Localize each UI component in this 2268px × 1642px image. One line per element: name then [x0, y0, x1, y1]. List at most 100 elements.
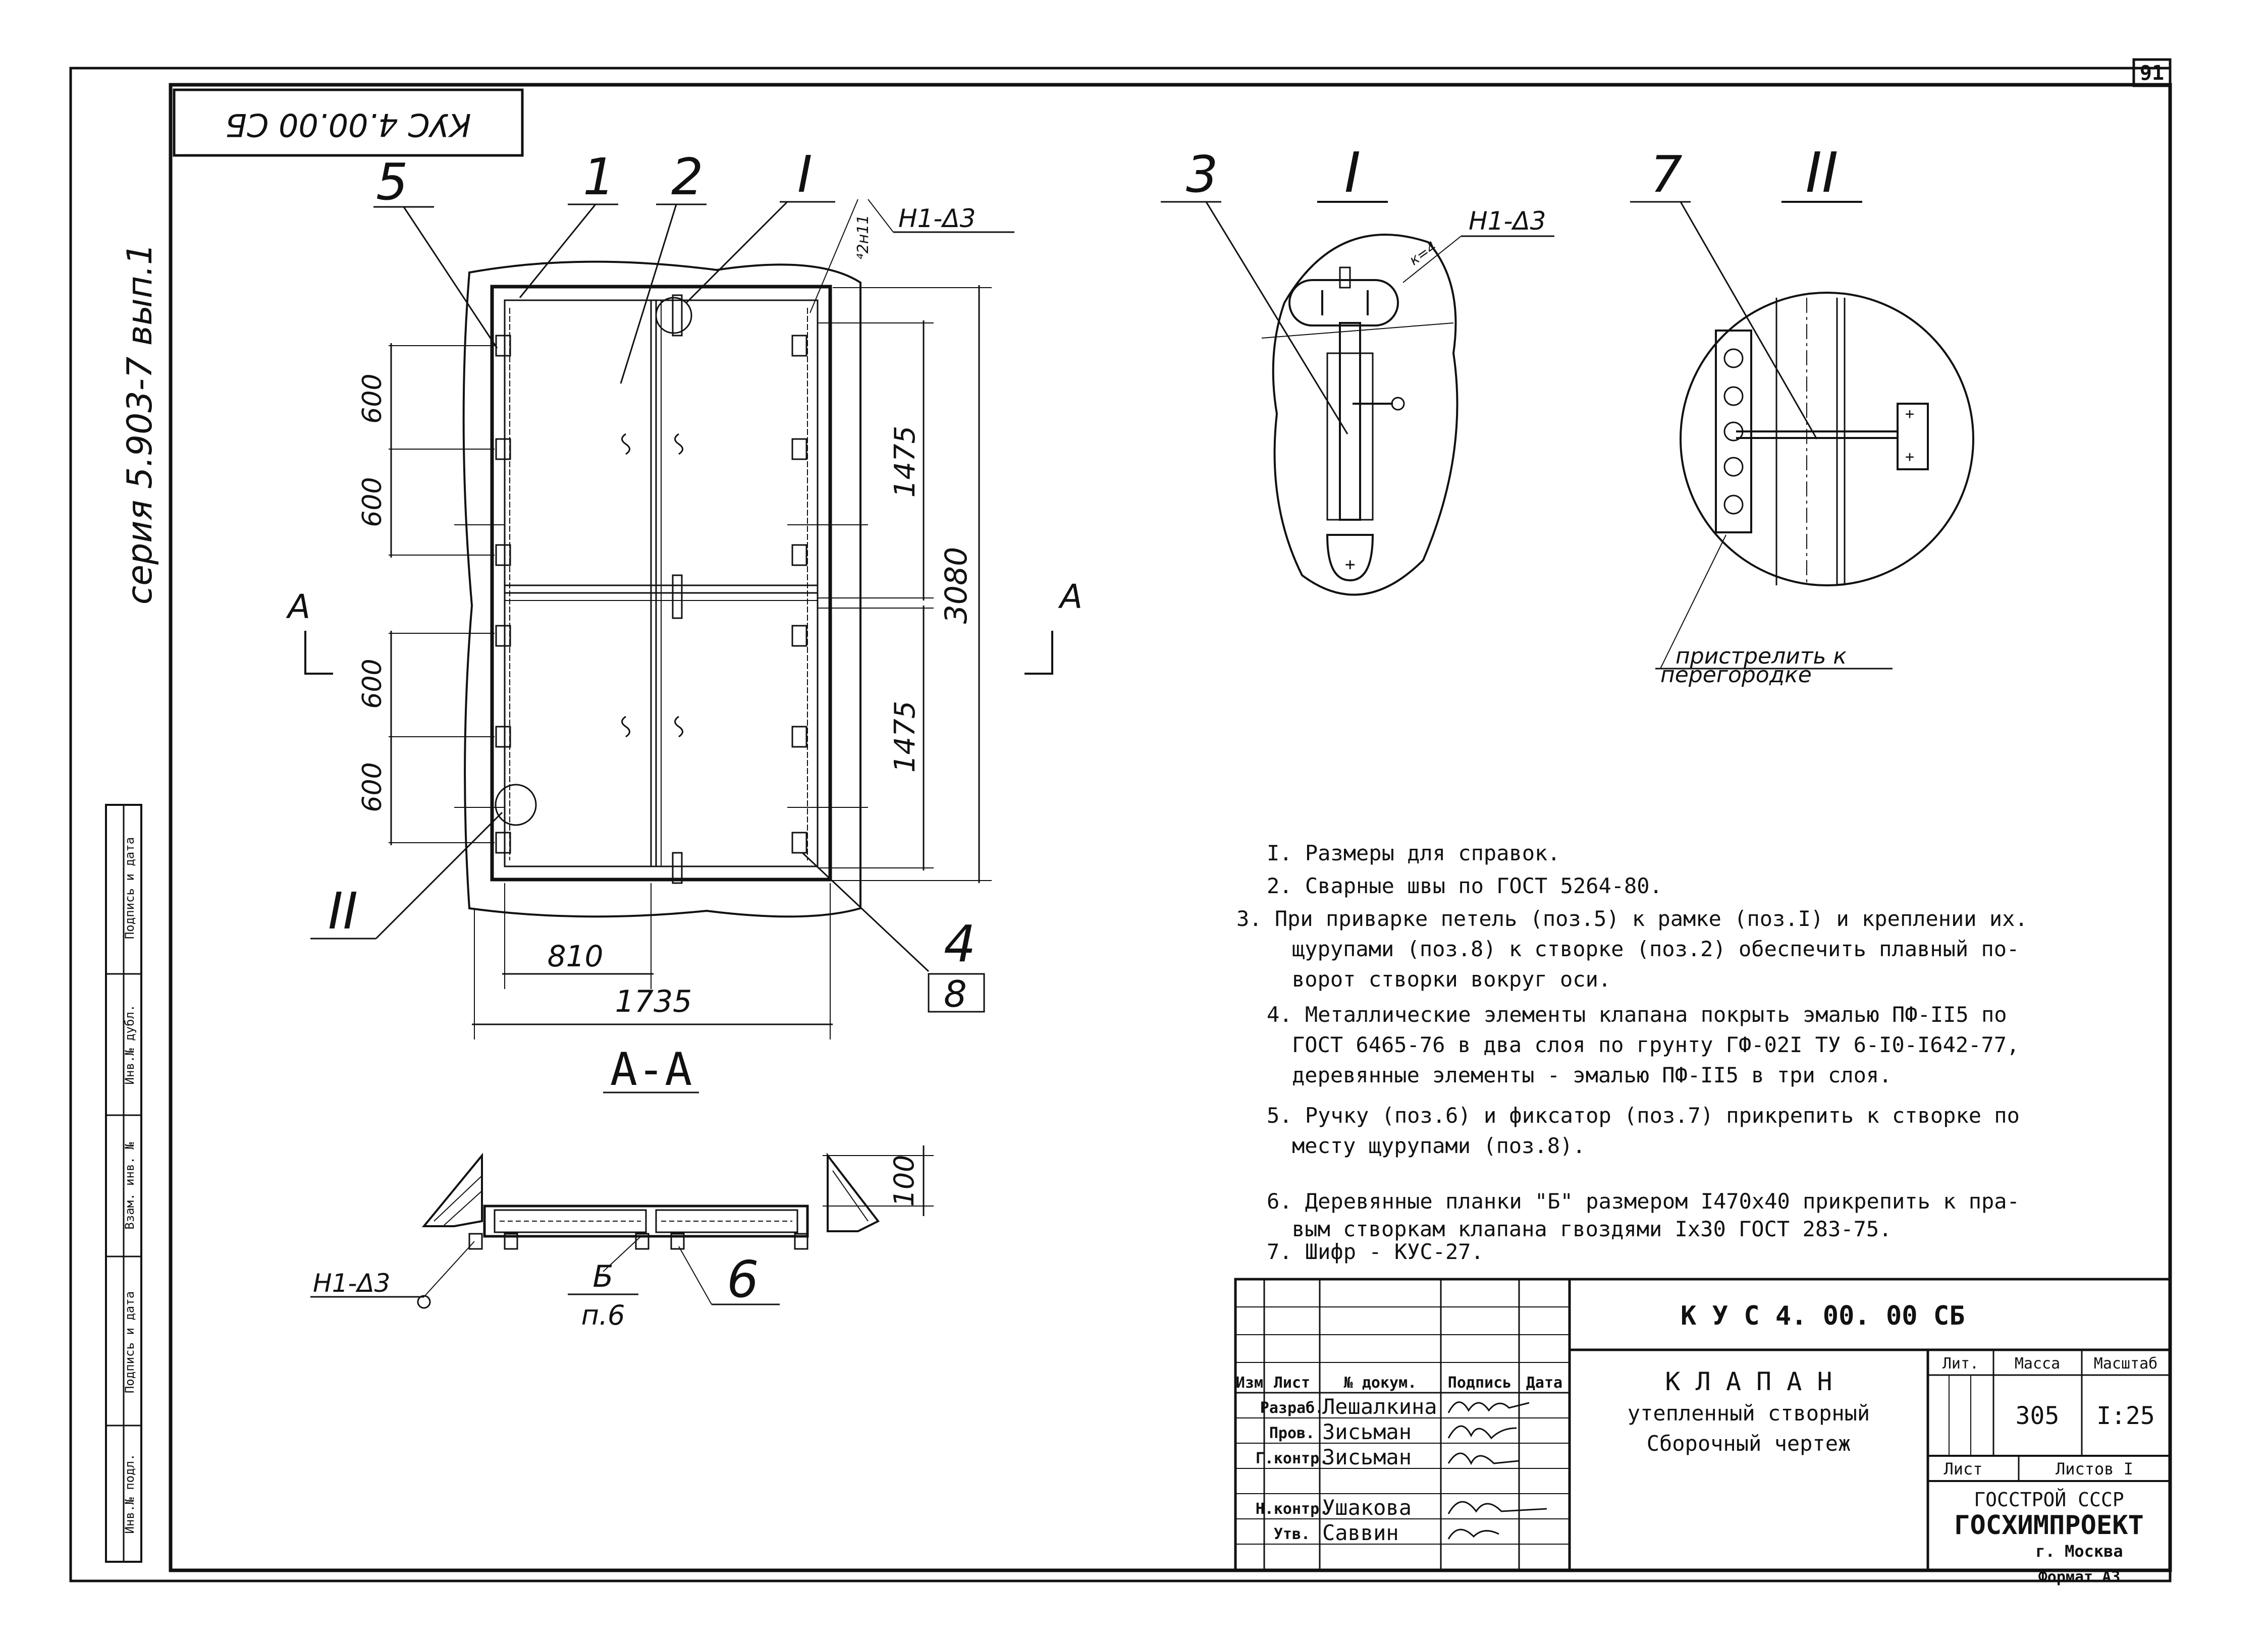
name-nkontr: Ушакова — [1322, 1495, 1412, 1520]
series-stamp: серия 5.903-7 вып.1 — [120, 243, 160, 605]
note-6: 6. Деревянные планки "Б" размером I470x4… — [1267, 1189, 2020, 1214]
note-4c: деревянные элементы - эмалью ПФ-II5 в тр… — [1292, 1063, 1892, 1087]
dim-left-600-d: 600 — [357, 762, 388, 812]
title-block: Изм Лист № докум. Подпись Дата Разраб. Л… — [1234, 1278, 2172, 1586]
name-prov: Зисьман — [1322, 1419, 1412, 1444]
name-razrab: Лешалкина — [1322, 1394, 1437, 1419]
callout-6: 6 — [727, 1250, 759, 1309]
label-b-note: п.6 — [581, 1299, 625, 1331]
note-4: 4. Металлические элементы клапана покрыт… — [1267, 1002, 2007, 1027]
name-gkontr: Зисьман — [1322, 1445, 1412, 1469]
detail-2-title: II — [1806, 140, 1839, 205]
callout-8: 8 — [944, 973, 967, 1015]
dim-810: 810 — [548, 939, 604, 973]
dim-right-1475-b: 1475 — [889, 701, 922, 773]
section-title: А-А — [610, 1043, 692, 1096]
sheets-label: Листов I — [2056, 1459, 2133, 1479]
sheet-frame: 91 — [69, 58, 2172, 1582]
note-3c: ворот створки вокруг оси. — [1292, 967, 1611, 992]
callout-I: I — [797, 145, 813, 204]
callout-5: 5 — [376, 152, 408, 211]
col-izm: Изм — [1236, 1374, 1263, 1392]
dim-1735: 1735 — [615, 984, 692, 1019]
dim-height-3080: 3080 — [939, 547, 974, 624]
plus-mark-1: + — [1345, 555, 1355, 575]
wall-outline — [462, 260, 861, 918]
detail-1-callout: 3 — [1186, 145, 1218, 204]
product-subtitle-2: Сборочный чертеж — [1647, 1431, 1851, 1456]
org-1: ГОССТРОЙ СССР — [1974, 1489, 2124, 1511]
mass-label: Масса — [2015, 1355, 2060, 1373]
strip-label-vzam: Взам. инв. № — [123, 1142, 137, 1230]
note-5b: месту щурупами (поз.8). — [1292, 1133, 1586, 1158]
col-date: Дата — [1526, 1374, 1562, 1392]
detail-2-callout: 7 — [1650, 145, 1683, 204]
rotated-code-stamp: КУС 4.00.00 СБ — [173, 88, 524, 157]
name-utv: Саввин — [1322, 1520, 1399, 1545]
note-3b: щурупами (поз.8) к створке (поз.2) обесп… — [1292, 937, 2019, 961]
detail-2-note-2: перегородке — [1660, 662, 1812, 688]
callout-II: II — [328, 882, 358, 941]
rotated-code: КУС 4.00.00 СБ — [226, 106, 471, 143]
role-razrab: Разраб. — [1260, 1399, 1324, 1417]
section-mark-right: A — [1058, 577, 1083, 616]
section-mark-left: A — [286, 587, 310, 626]
role-utv: Утв. — [1274, 1525, 1310, 1543]
main-callouts: 5 1 2 I II 4 8 Н1-Δ3 ⁴2н11 — [310, 145, 1014, 1015]
weld-size-main: ⁴2н11 — [854, 215, 872, 260]
main-view: 600 600 600 600 3080 1475 1475 — [286, 145, 1083, 1039]
product-name: К Л А П А Н — [1665, 1367, 1832, 1396]
dims-right: 3080 1475 1475 — [818, 285, 992, 883]
detail-1-weld-label: Н1-Δ3 — [1469, 206, 1546, 236]
hinges-right — [791, 335, 807, 854]
scale-value: I:25 — [2096, 1402, 2155, 1430]
designation: К У С 4. 00. 00 СБ — [1681, 1301, 1965, 1331]
callout-2: 2 — [671, 147, 704, 206]
role-gkontr: Г.контр. — [1256, 1450, 1329, 1467]
org-city: г. Москва — [2035, 1542, 2123, 1561]
notes: I. Размеры для справок. 2. Сварные швы п… — [1236, 841, 2028, 1264]
note-1: I. Размеры для справок. — [1267, 841, 1560, 865]
detail-2-note-1: пристрелить к — [1676, 643, 1847, 669]
detail-2: II 7 + + пристрелить к перегородке — [1630, 140, 1974, 688]
plus-mark-2: + — [1905, 405, 1914, 423]
weld-label-main: Н1-Δ3 — [898, 204, 976, 233]
note-6b: вым створкам клапана гвоздями Iх30 ГОСТ … — [1292, 1217, 1892, 1241]
section-view: А-А 100 Н1-Δ3 Б п.6 6 — [310, 1043, 934, 1331]
weld-label-section: Н1-Δ3 — [313, 1269, 390, 1298]
handles — [621, 294, 683, 884]
format-label: Формат А3 — [2038, 1568, 2121, 1586]
col-doc: № докум. — [1344, 1374, 1417, 1392]
frame-outer — [490, 285, 832, 882]
detail-circle-I — [655, 297, 692, 334]
note-3: 3. При приварке петель (поз.5) к рамке (… — [1236, 906, 2028, 931]
lit-label: Лит. — [1942, 1355, 1979, 1373]
dims-left: 600 600 600 600 — [357, 343, 495, 845]
dim-100: 100 — [888, 1155, 920, 1207]
dim-right-1475-a: 1475 — [889, 426, 922, 498]
dim-left-600-a: 600 — [357, 373, 388, 423]
detail-1: I 3 + Н1-Δ3 к=4 — [1161, 140, 1554, 596]
signatures — [1447, 1401, 1547, 1540]
scale-label: Масштаб — [2094, 1355, 2157, 1373]
col-sign: Подпись — [1448, 1374, 1511, 1392]
strip-label-inv-dubl: Инв.№ дубл. — [123, 1005, 137, 1085]
note-5: 5. Ручку (поз.6) и фиксатор (поз.7) прик… — [1267, 1103, 2020, 1128]
detail-1-title: I — [1344, 140, 1361, 205]
section-marks: A A — [286, 577, 1083, 675]
strip-label-inv-podl: Инв.№ подл. — [123, 1454, 137, 1534]
detail-2-outline — [1680, 292, 1974, 586]
callout-4: 4 — [944, 914, 976, 973]
org-2: ГОСХИМПРОЕКТ — [1954, 1510, 2144, 1541]
note-2: 2. Сварные швы по ГОСТ 5264-80. — [1267, 873, 1662, 898]
dim-left-600-c: 600 — [357, 659, 388, 708]
note-7: 7. Шифр - КУС-27. — [1267, 1239, 1484, 1264]
col-list: Лист — [1274, 1374, 1310, 1392]
mass-value: 305 — [2016, 1402, 2060, 1430]
left-strip: Инв.№ подл. Подпись и дата Взам. инв. № … — [105, 804, 142, 1563]
role-prov: Пров. — [1269, 1425, 1315, 1442]
strip-label-sign-date-1: Подпись и дата — [123, 1291, 137, 1393]
callout-1: 1 — [583, 147, 615, 206]
detail-1-weld-size: к=4 — [1406, 238, 1440, 268]
